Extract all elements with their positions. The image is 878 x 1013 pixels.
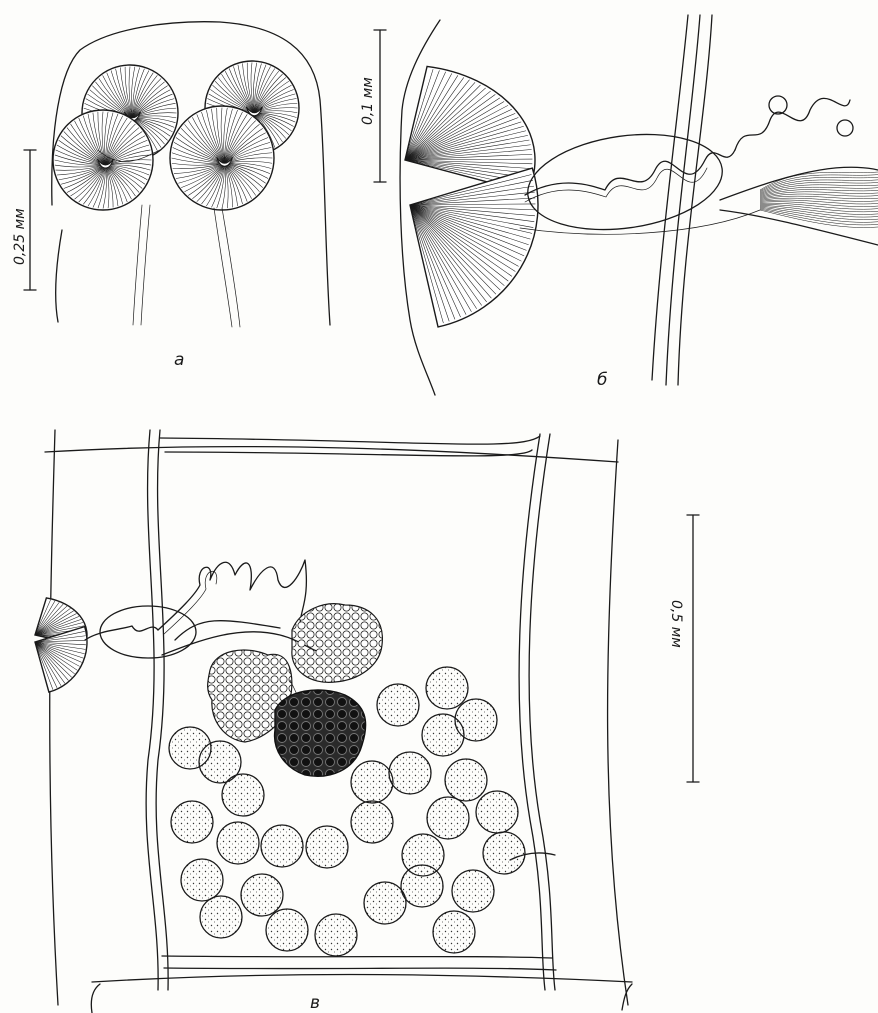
panel-b-genital-atrium xyxy=(400,15,878,395)
egg xyxy=(181,859,223,901)
egg xyxy=(389,752,431,794)
egg xyxy=(445,759,487,801)
egg xyxy=(433,911,475,953)
egg xyxy=(351,801,393,843)
egg xyxy=(377,684,419,726)
egg xyxy=(427,797,469,839)
atrium-suckers xyxy=(405,66,538,327)
panel-label-b: б xyxy=(597,370,607,390)
sucker xyxy=(53,110,153,210)
scale-bar-b: 0,1 мм xyxy=(360,30,386,182)
panel-a-scolex xyxy=(52,22,330,327)
scale-label-a: 0,25 мм xyxy=(12,208,28,265)
scale-label-c: 0,5 мм xyxy=(668,600,684,648)
egg xyxy=(401,865,443,907)
egg xyxy=(426,667,468,709)
egg xyxy=(351,761,393,803)
egg xyxy=(483,832,525,874)
scale-label-b: 0,1 мм xyxy=(360,77,376,125)
egg xyxy=(222,774,264,816)
panel-label-a: а xyxy=(174,350,184,370)
egg xyxy=(266,909,308,951)
egg xyxy=(422,714,464,756)
atrium-sucker-lower xyxy=(410,168,538,327)
egg xyxy=(476,791,518,833)
egg xyxy=(217,822,259,864)
panel-c-proglottid xyxy=(35,430,632,1013)
egg xyxy=(452,870,494,912)
egg xyxy=(241,874,283,916)
scale-bar-c: 0,5 мм xyxy=(668,515,699,782)
sucker xyxy=(170,106,274,210)
egg xyxy=(200,896,242,938)
egg xyxy=(306,826,348,868)
egg xyxy=(261,825,303,867)
scolex-suckers xyxy=(53,61,299,210)
panel-label-c: в xyxy=(310,993,320,1013)
egg xyxy=(315,914,357,956)
vitelline-gland xyxy=(275,690,366,776)
genital-pore-suckers xyxy=(35,598,87,692)
egg xyxy=(171,801,213,843)
scale-bar-a: 0,25 мм xyxy=(12,150,36,290)
egg xyxy=(364,882,406,924)
